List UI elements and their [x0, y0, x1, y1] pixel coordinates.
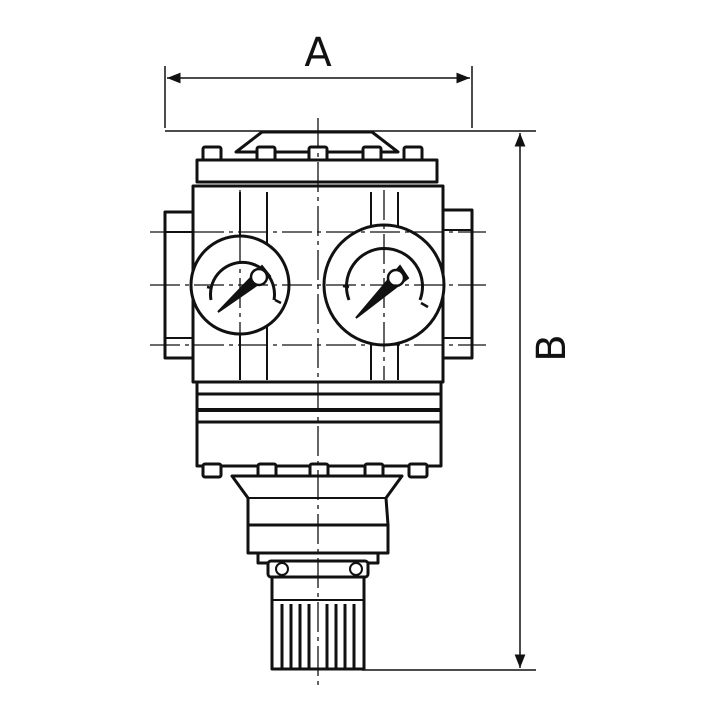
middle-flange-upper	[195, 380, 443, 396]
top-flange	[195, 158, 439, 184]
lower-bolt	[201, 462, 223, 479]
lower-bolt	[407, 462, 429, 479]
top-cap	[234, 130, 400, 154]
knob-ribs	[272, 599, 364, 668]
dimension-label-a: A	[304, 30, 332, 76]
spring-housing	[230, 474, 404, 527]
lower-housing	[195, 420, 443, 468]
dimension-a	[164, 66, 473, 128]
dimension-label-b: B	[529, 334, 575, 361]
center-lines	[150, 118, 486, 686]
